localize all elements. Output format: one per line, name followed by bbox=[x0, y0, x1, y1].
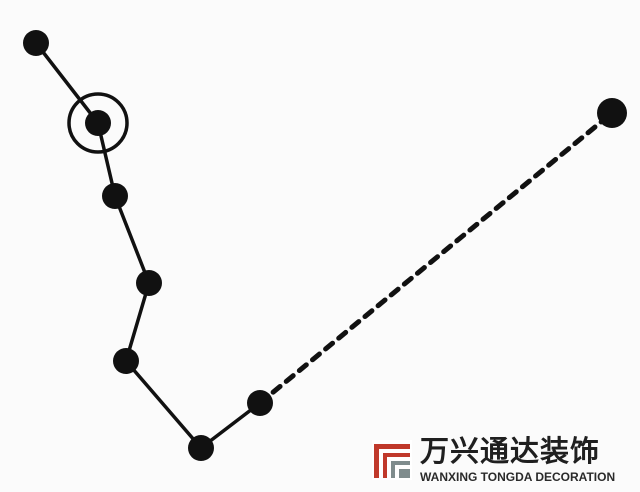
watermark-logo-icon bbox=[372, 440, 412, 480]
solid-edge bbox=[124, 281, 151, 363]
node-dot bbox=[102, 183, 128, 209]
node-dot bbox=[597, 98, 627, 128]
solid-edge bbox=[124, 359, 203, 450]
watermark: 万兴通达装饰 WANXING TONGDA DECORATION bbox=[372, 434, 634, 488]
diagram-nodes bbox=[23, 30, 627, 461]
node-dot bbox=[85, 110, 111, 136]
node-dot bbox=[247, 390, 273, 416]
highlight-ring bbox=[67, 92, 129, 154]
node-dot bbox=[188, 435, 214, 461]
solid-edge bbox=[113, 194, 151, 285]
watermark-english: WANXING TONGDA DECORATION bbox=[420, 470, 616, 484]
node-dot bbox=[113, 348, 139, 374]
dashed-edge bbox=[257, 110, 615, 406]
watermark-chinese: 万兴通达装饰 bbox=[420, 434, 601, 468]
diagram-edges bbox=[34, 41, 615, 450]
solid-edge bbox=[34, 41, 100, 125]
node-dot bbox=[136, 270, 162, 296]
node-dot bbox=[23, 30, 49, 56]
